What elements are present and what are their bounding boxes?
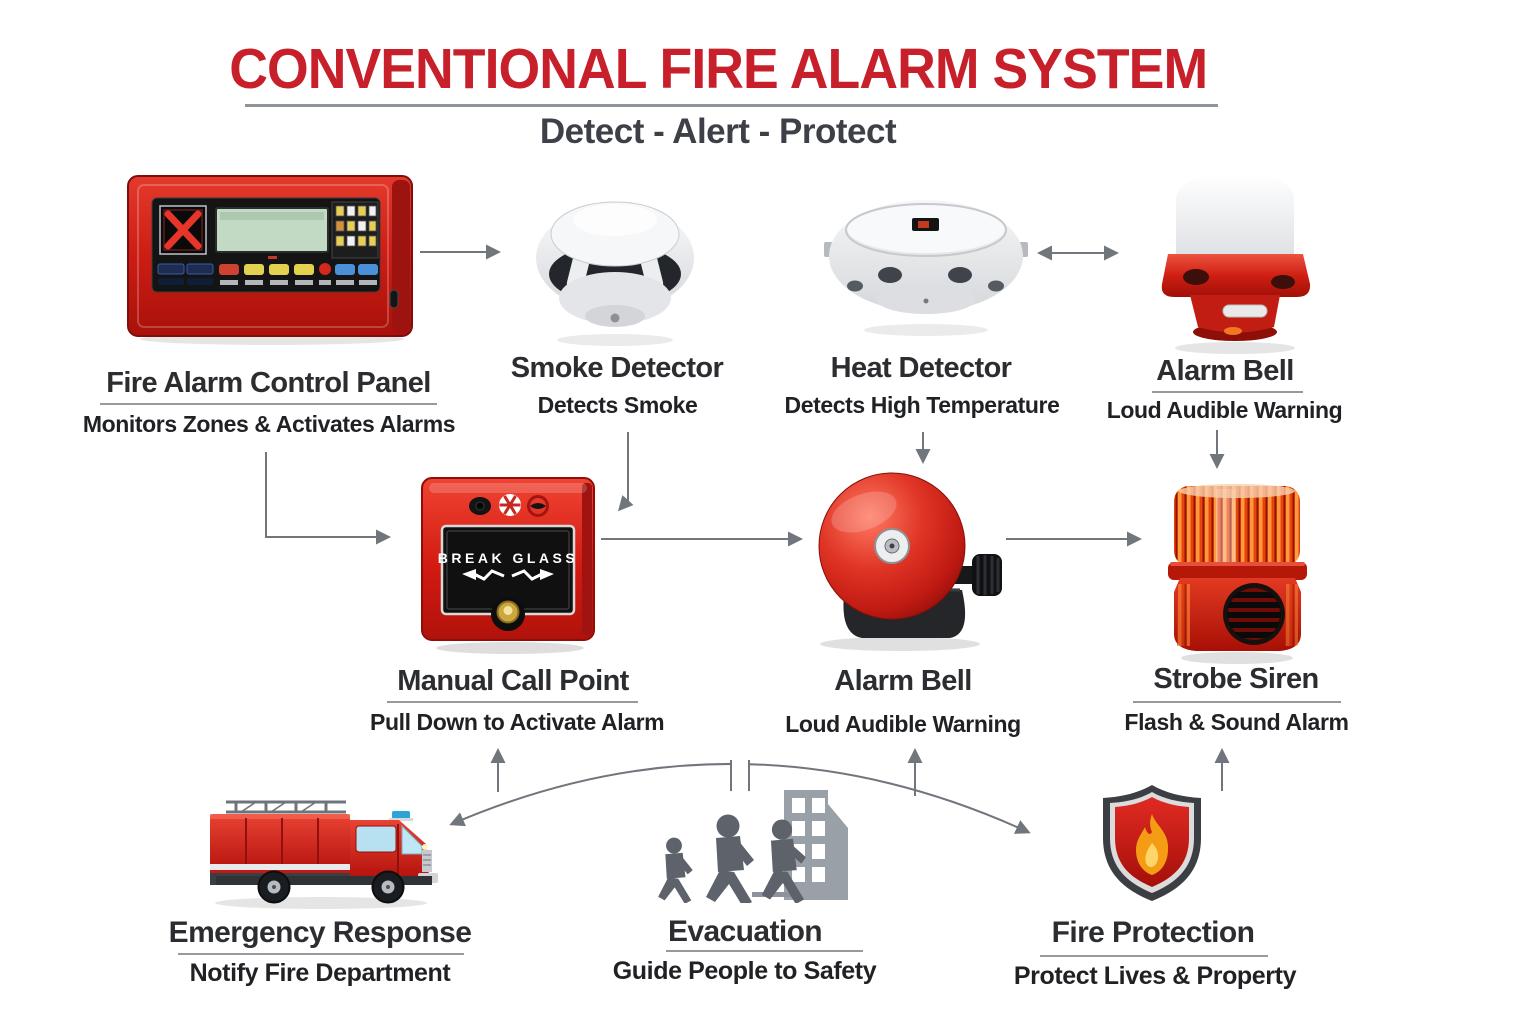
evacuation-illustration — [658, 790, 848, 903]
control-panel-label: Fire Alarm Control Panel — [106, 367, 431, 399]
alarm-bell-mid-label: Alarm Bell — [834, 665, 972, 697]
smoke-detector-label: Smoke Detector — [510, 352, 724, 384]
page-subtitle: Detect - Alert - Protect — [539, 112, 897, 151]
title-underline — [245, 104, 1218, 107]
alarm-bell-mid-illustration — [818, 472, 1002, 651]
alarm-bell-top-underline — [1152, 391, 1303, 393]
fire-protection-label: Fire Protection — [1051, 916, 1255, 949]
fire-protection-description: Protect Lives & Property — [1013, 962, 1297, 990]
manual-call-point-description: Pull Down to Activate Alarm — [370, 709, 665, 735]
control-panel-underline — [100, 403, 437, 405]
fire-protection-underline — [1040, 955, 1268, 957]
smoke-detector-illustration — [536, 201, 694, 346]
emergency-response-label: Emergency Response — [168, 916, 472, 949]
alarm-bell-top-illustration — [1161, 174, 1311, 354]
manual-call-point-underline — [387, 701, 638, 703]
break-glass-text: BREAK GLASS — [438, 550, 578, 566]
control-panel-description: Monitors Zones & Activates Alarms — [82, 411, 456, 437]
page-title: CONVENTIONAL FIRE ALARM SYSTEM — [229, 37, 1208, 101]
fire-truck-illustration — [210, 800, 438, 909]
alarm-bell-top-label: Alarm Bell — [1156, 355, 1294, 387]
alarm-bell-top-description: Loud Audible Warning — [1106, 397, 1343, 423]
fire-protection-shield-icon — [1103, 785, 1201, 901]
emergency-response-underline — [178, 953, 464, 955]
emergency-response-description: Notify Fire Department — [189, 959, 451, 987]
manual-call-point-label: Manual Call Point — [397, 665, 629, 697]
heat-detector-illustration — [824, 200, 1028, 336]
evacuation-label: Evacuation — [667, 915, 823, 948]
strobe-siren-description: Flash & Sound Alarm — [1124, 709, 1349, 735]
heat-detector-description: Detects High Temperature — [784, 392, 1060, 418]
control-panel-illustration — [127, 175, 413, 345]
strobe-siren-underline — [1133, 701, 1341, 703]
alarm-bell-mid-description: Loud Audible Warning — [785, 711, 1021, 737]
manual-call-point-illustration: BREAK GLASS — [421, 477, 595, 654]
strobe-siren-illustration — [1168, 484, 1307, 664]
evacuation-description: Guide People to Safety — [612, 957, 877, 985]
smoke-detector-description: Detects Smoke — [537, 392, 698, 418]
evacuation-underline — [666, 950, 863, 952]
strobe-siren-label: Strobe Siren — [1153, 663, 1319, 695]
heat-detector-label: Heat Detector — [830, 352, 1012, 384]
